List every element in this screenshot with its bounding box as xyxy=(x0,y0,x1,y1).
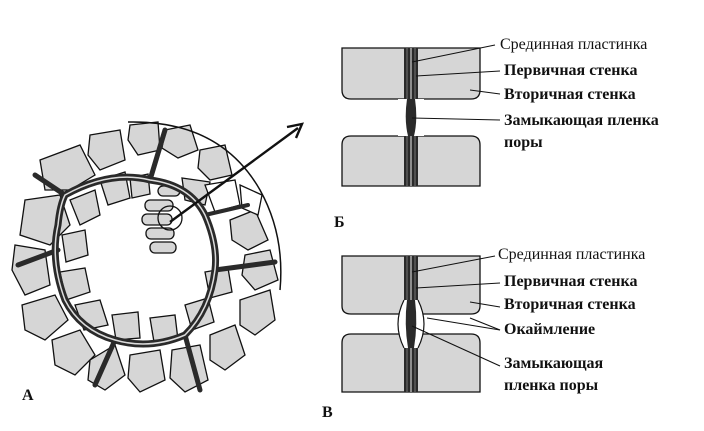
leader-pit-membrane-v xyxy=(411,325,501,367)
label-v-primary-wall: Первичная стенка xyxy=(504,273,638,290)
leader-secondary-wall-v xyxy=(469,301,501,308)
panel-a-tissue xyxy=(11,121,305,393)
label-b-pit-membrane-2: поры xyxy=(504,134,543,151)
label-v-border: Окаймление xyxy=(504,321,596,338)
magnify-arrow xyxy=(169,127,299,223)
label-v-pit-membrane-2: пленка поры xyxy=(504,377,599,394)
pit-highlight-circle xyxy=(157,205,183,231)
arrow-head xyxy=(286,122,305,139)
label-b-pit-membrane-1: Замыкающая пленка xyxy=(504,112,659,129)
outer-cell xyxy=(127,349,166,393)
label-b-primary-wall: Первичная стенка xyxy=(504,62,638,79)
outer-cell xyxy=(51,329,96,376)
outer-cell xyxy=(87,129,126,171)
panel-letter-a: А xyxy=(22,387,34,404)
inner-cell xyxy=(111,311,141,341)
clear-cell xyxy=(239,183,263,216)
ray-cell xyxy=(141,213,173,226)
wall-highlight xyxy=(54,176,217,345)
wall-network xyxy=(92,337,118,388)
pit-membrane xyxy=(405,99,417,136)
wall-network xyxy=(203,203,250,217)
panel-v-bordered-pit xyxy=(341,255,501,393)
label-v-secondary-wall: Вторичная стенка xyxy=(504,296,636,313)
leader-pit-membrane-b xyxy=(411,117,501,121)
panel-b-simple-pit xyxy=(341,44,501,187)
wall-network xyxy=(182,332,203,393)
outer-cell xyxy=(229,209,269,251)
border-arch xyxy=(417,299,425,349)
panel-letter-b: Б xyxy=(334,214,345,231)
inner-cell xyxy=(61,229,89,263)
outer-cell xyxy=(209,324,246,371)
ray-cell xyxy=(144,199,174,212)
outer-cell xyxy=(239,289,276,336)
leader-border-v xyxy=(426,317,501,331)
wall-network xyxy=(212,259,278,273)
leader-border-v xyxy=(469,317,501,331)
label-b-middle-lamella: Срединная пластинка xyxy=(500,36,648,53)
label-v-pit-membrane-1: Замыкающая xyxy=(504,355,604,372)
leader-primary-wall-v xyxy=(415,282,501,289)
outer-cell xyxy=(21,294,69,341)
inner-cell xyxy=(69,189,101,226)
wall-network xyxy=(147,127,168,183)
outer-cell xyxy=(127,121,161,156)
outer-cell xyxy=(39,144,96,191)
pit-membrane xyxy=(405,300,417,348)
label-v-middle-lamella: Срединная пластинка xyxy=(498,246,646,263)
leader-primary-wall-b xyxy=(415,70,501,77)
wall-network xyxy=(32,172,68,198)
tissue-outline xyxy=(127,121,282,291)
panel-letter-v: В xyxy=(322,404,333,421)
leader-secondary-wall-b xyxy=(469,89,501,95)
outer-cell xyxy=(241,249,279,291)
border-arch xyxy=(397,299,405,349)
leader-middle-lamella-v xyxy=(411,255,496,273)
leader-middle-lamella-b xyxy=(411,44,496,63)
ray-cell xyxy=(149,241,177,254)
label-b-secondary-wall: Вторичная стенка xyxy=(504,86,636,103)
ray-cell xyxy=(145,227,175,240)
wall-network xyxy=(15,247,61,268)
